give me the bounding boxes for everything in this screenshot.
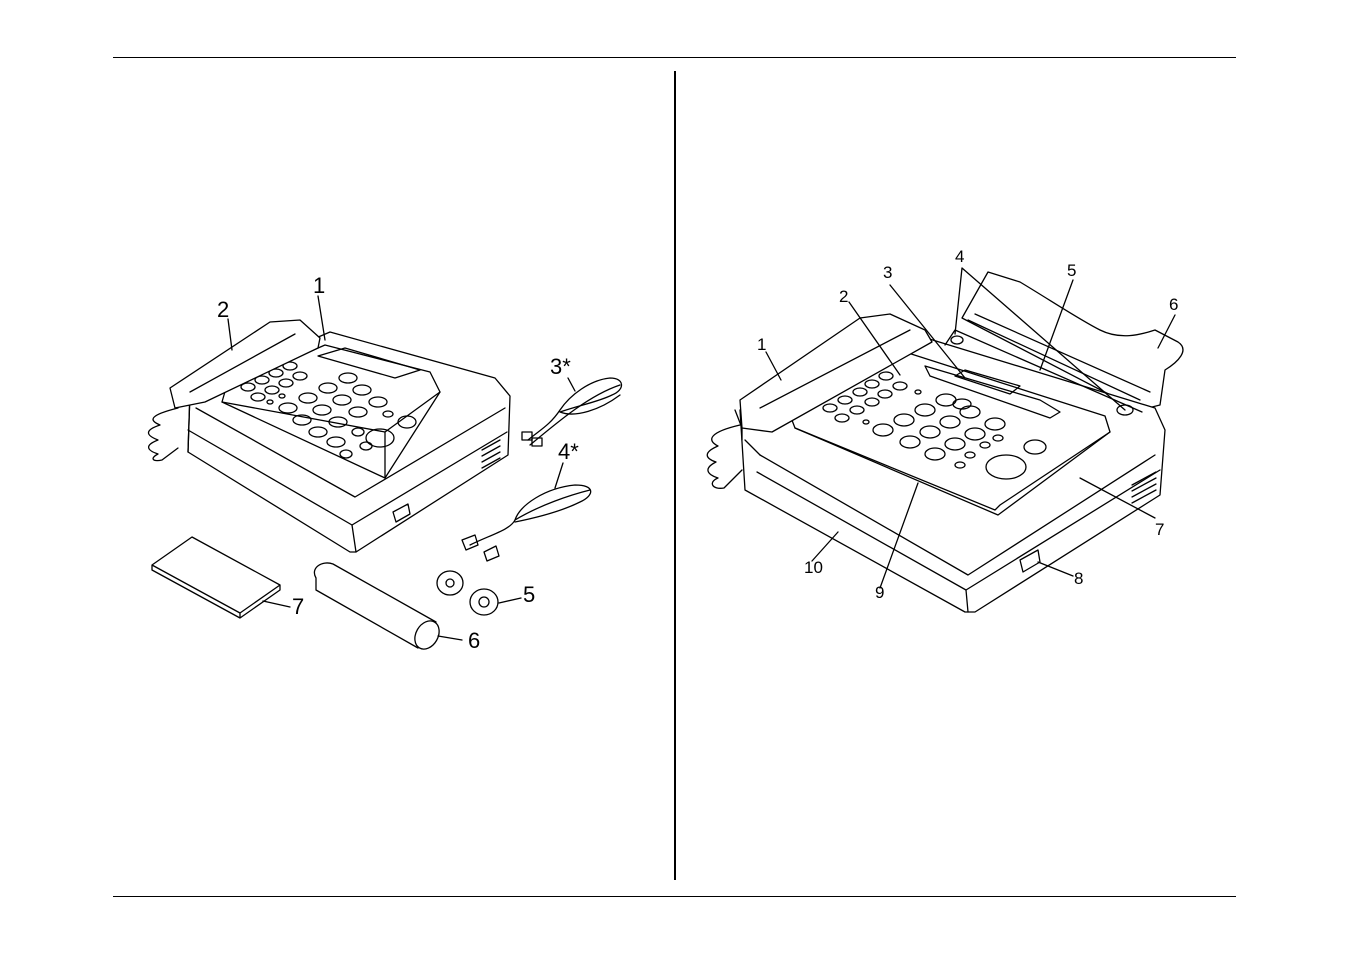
right-callout-1: 1 <box>757 335 766 354</box>
right-callout-10: 10 <box>804 558 823 577</box>
left-manual <box>152 537 280 618</box>
right-callout-7: 7 <box>1155 520 1164 539</box>
left-fax-machine <box>148 320 510 552</box>
right-callout-5: 5 <box>1067 261 1076 280</box>
left-paper-roll <box>314 563 444 654</box>
left-callout-4: 4* <box>558 439 579 464</box>
left-callout-3: 3* <box>550 354 571 379</box>
left-power-cord <box>462 485 591 561</box>
right-callout-9: 9 <box>875 583 884 602</box>
left-spools <box>437 571 498 615</box>
right-callout-4: 4 <box>955 247 964 266</box>
fax-machine-with-accessories-illustration <box>148 296 621 653</box>
right-callout-2: 2 <box>839 287 848 306</box>
right-callout-6: 6 <box>1169 295 1178 314</box>
left-callout-6: 6 <box>468 628 480 653</box>
right-callout-8: 8 <box>1074 569 1083 588</box>
fax-machine-parts-illustration <box>707 268 1183 612</box>
right-callout-3: 3 <box>883 263 892 282</box>
left-callout-1: 1 <box>313 273 325 298</box>
left-callout-5: 5 <box>523 582 535 607</box>
left-callout-7: 7 <box>292 594 304 619</box>
left-telephone-cord <box>522 378 622 446</box>
left-callout-2: 2 <box>217 297 229 322</box>
